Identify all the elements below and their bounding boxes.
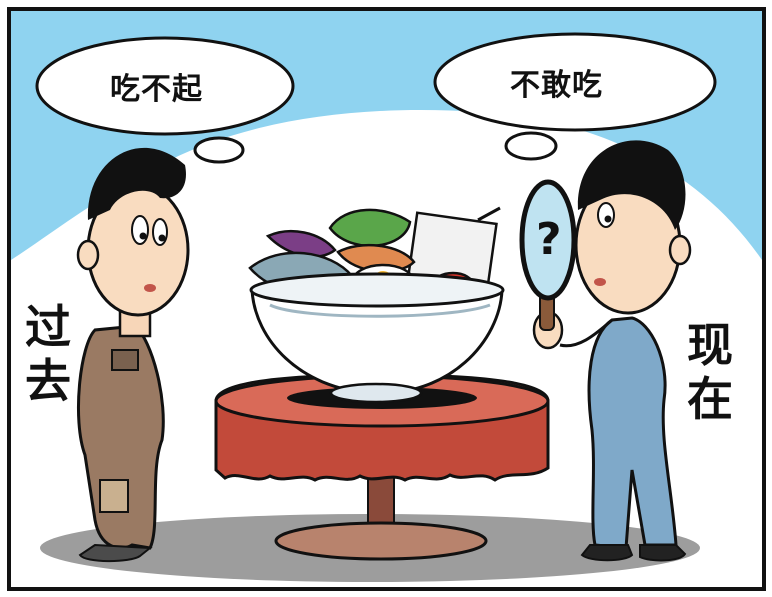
hair [577, 140, 686, 230]
sausage [336, 243, 416, 273]
thought-bubble-left-dot [193, 136, 245, 164]
label-past-char-1: 过 [25, 300, 71, 354]
question-mark: ? [536, 214, 563, 265]
label-past: 过 去 [20, 300, 76, 408]
thought-bubble-right [433, 32, 717, 132]
man-now [519, 140, 692, 562]
eggplant [265, 229, 337, 258]
bubble-text-left: 吃不起 [110, 72, 203, 107]
large-bowl [249, 272, 505, 404]
bubble-text-right: 不敢吃 [510, 68, 603, 103]
thought-bubble-left [35, 36, 295, 136]
label-now-char-1: 现 [687, 318, 733, 372]
magnifying-glass [519, 179, 577, 301]
hair [87, 147, 186, 220]
lettuce [328, 208, 412, 248]
man-past [76, 147, 190, 563]
label-now-char-2: 在 [687, 372, 733, 426]
clothes-patch [99, 479, 129, 513]
shoes [78, 543, 153, 563]
thought-bubble-right-dot [504, 131, 558, 161]
label-past-char-2: 去 [25, 354, 71, 408]
label-now: 现 在 [682, 318, 738, 426]
